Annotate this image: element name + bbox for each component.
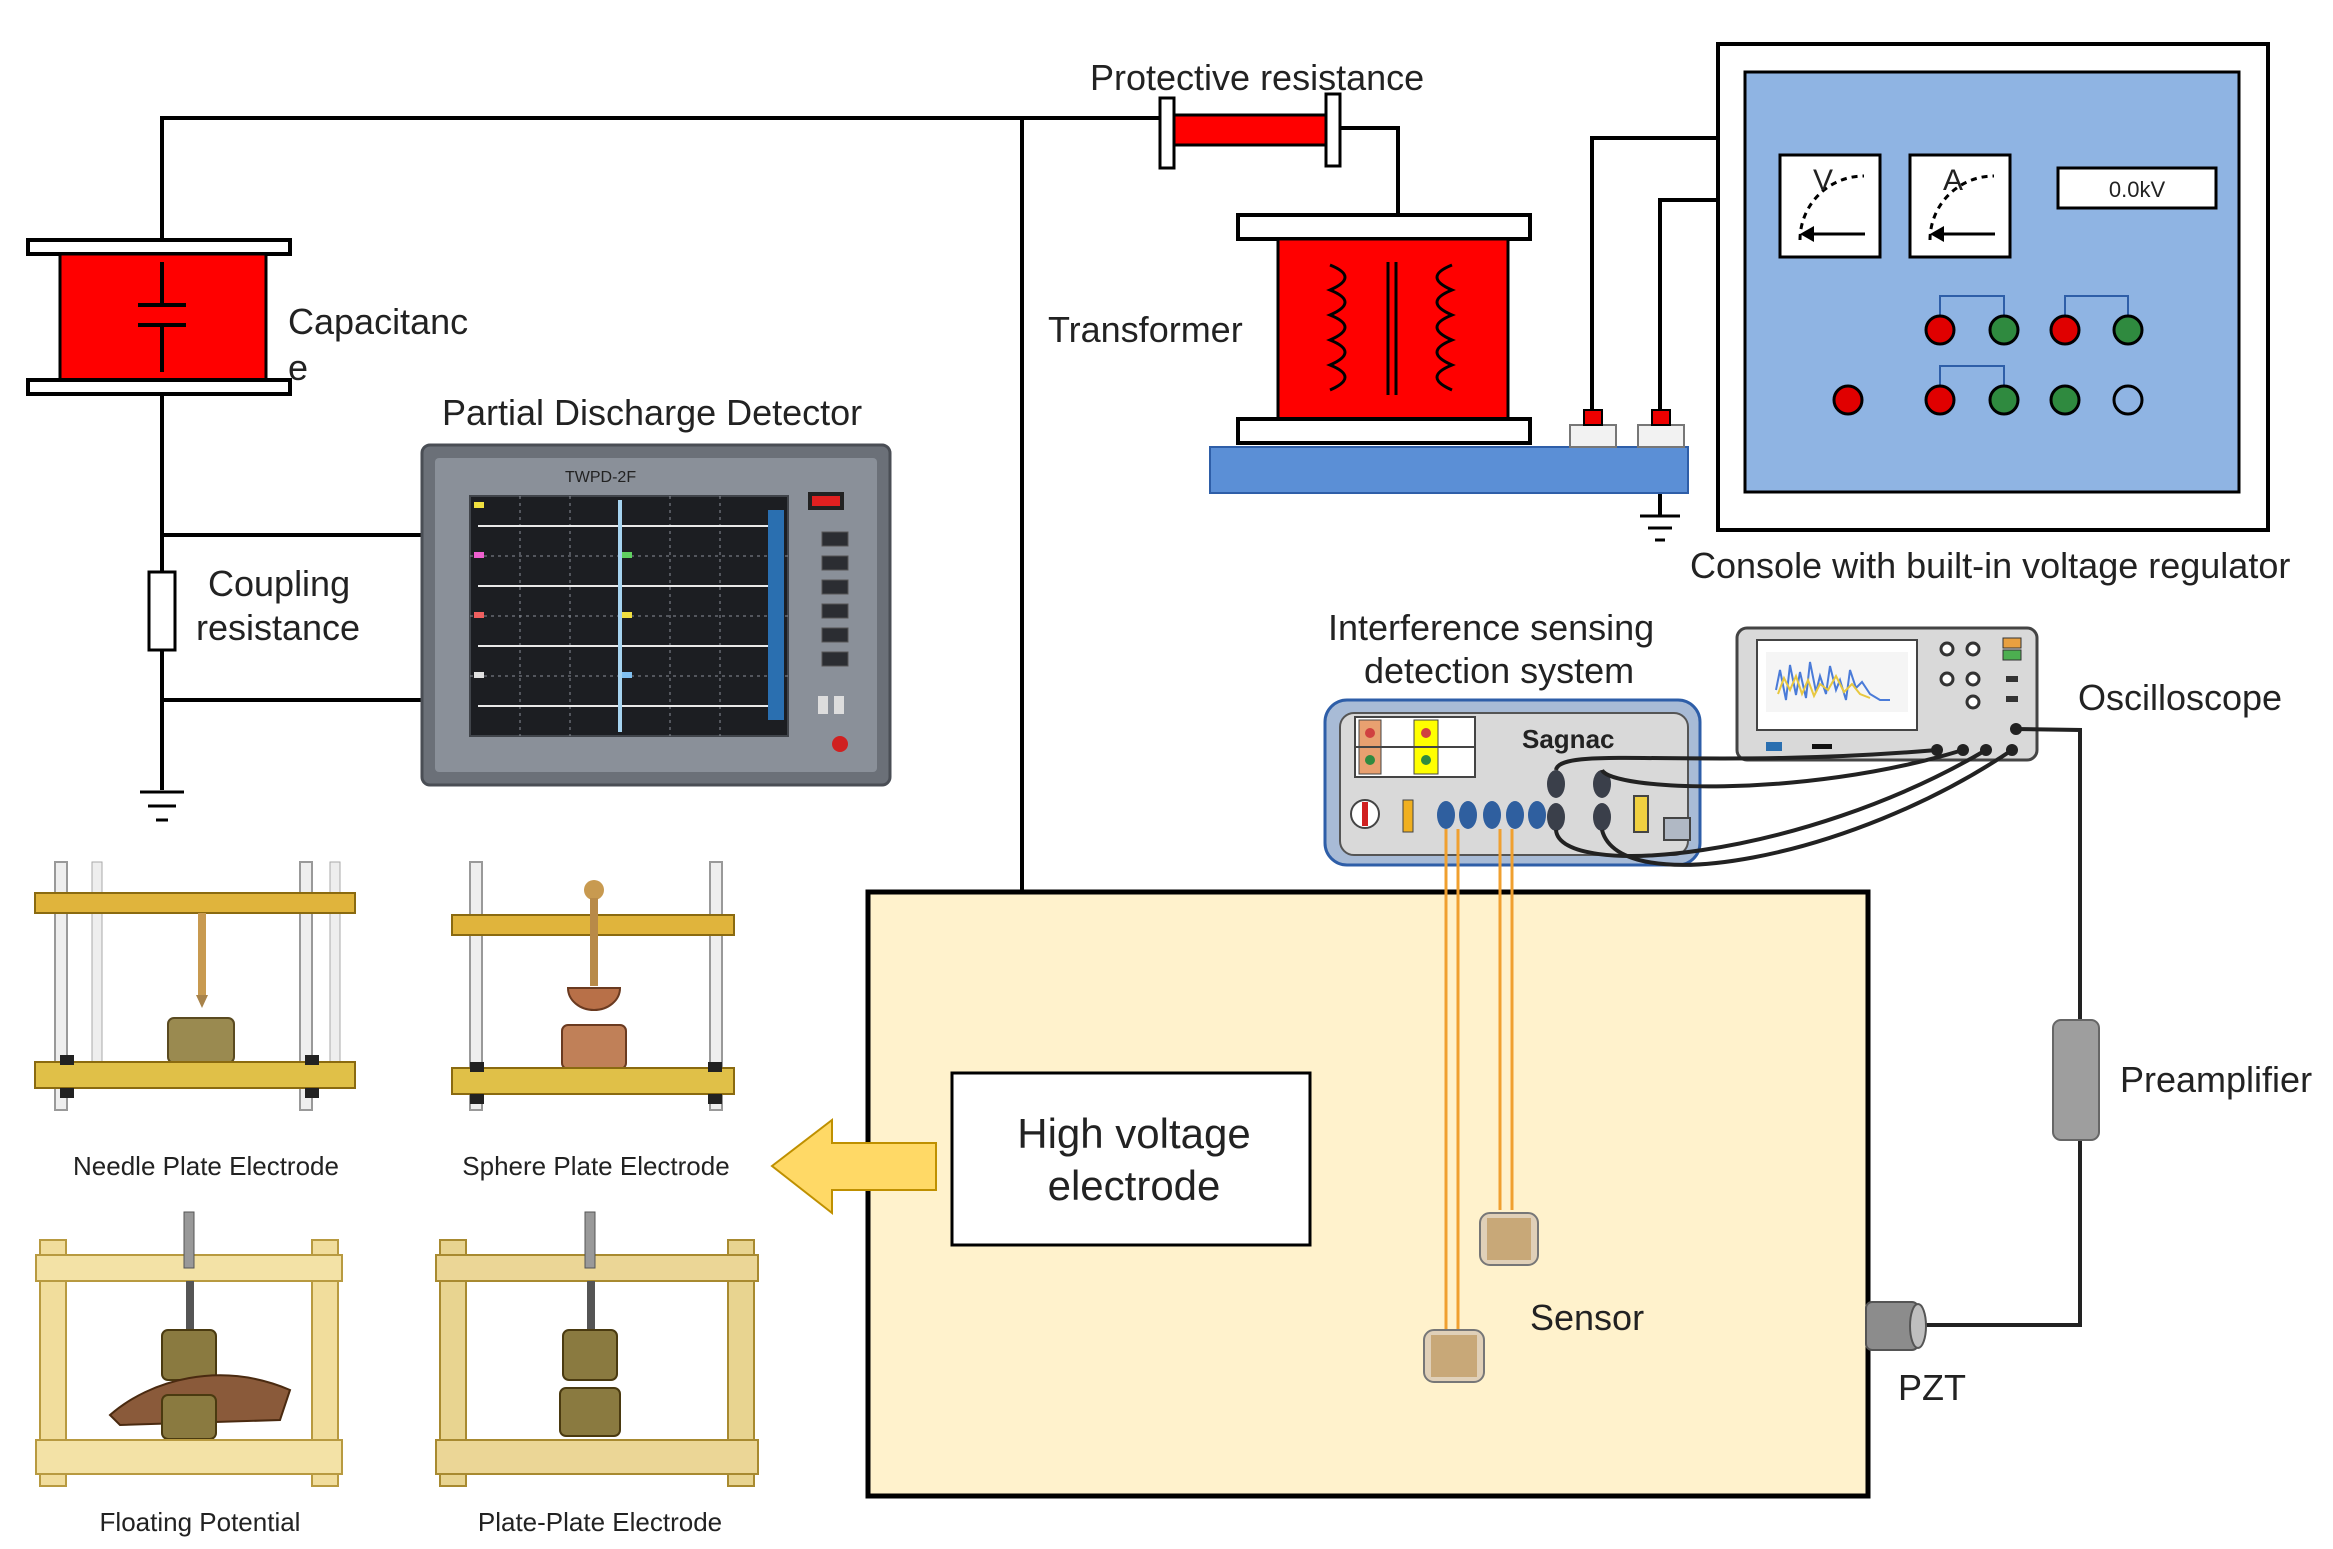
interference-sensing-label: Interference sensing (1328, 607, 1654, 648)
capacitance-label-cont: e (288, 347, 308, 388)
oscilloscope-label: Oscilloscope (2078, 677, 2282, 718)
signal-cables (1554, 727, 2082, 1327)
coupling-resistance-label-cont: resistance (196, 607, 360, 648)
sensor-label: Sensor (1530, 1297, 1644, 1338)
high-voltage-electrode-label-cont: electrode (1048, 1162, 1221, 1209)
sagnac-label: Sagnac (1522, 724, 1615, 754)
pzt-label: PZT (1898, 1367, 1966, 1408)
protective-resistor (1158, 92, 1342, 170)
protective-resistance-label: Protective resistance (1090, 57, 1424, 98)
partial-discharge-detector: TWPD-2F (420, 443, 892, 787)
voltmeter-symbol: V (1813, 164, 1833, 197)
voltage-display (2056, 166, 2218, 210)
green-indicator-lamp (1988, 314, 2020, 346)
high-voltage-electrode-label: High voltage (1017, 1110, 1250, 1157)
capacitor-symbol-icon (138, 262, 186, 372)
transformer (1236, 213, 1532, 445)
ammeter: A (1908, 153, 2012, 259)
needle-plate-electrode (34, 861, 356, 1111)
transformer-base (1209, 446, 1689, 494)
plate-plate-electrode-caption: Plate-Plate Electrode (478, 1507, 722, 1537)
preamplifier (2052, 1019, 2100, 1141)
sphere-plate-electrode (451, 861, 735, 1111)
capacitance-label: Capacitanc (288, 301, 468, 342)
fiber-sensor (1479, 1212, 1539, 1266)
sphere-plate-electrode-caption: Sphere Plate Electrode (462, 1151, 729, 1181)
floating-potential-electrode (35, 1211, 343, 1487)
capacitance-component (26, 238, 292, 396)
transformer-label: Transformer (1048, 309, 1243, 350)
voltage-readout: 0.0kV (2109, 177, 2166, 202)
detector-model: TWPD-2F (565, 469, 636, 486)
base-terminal (1637, 409, 1685, 448)
pzt-sensor (1865, 1301, 1927, 1351)
voltmeter: V (1778, 153, 1882, 259)
red-indicator-lamp (2049, 314, 2081, 346)
coupling-resistor (147, 570, 177, 652)
needle-plate-electrode-caption: Needle Plate Electrode (73, 1151, 339, 1181)
left-arrow-icon (770, 1117, 937, 1216)
red-indicator-lamp (1924, 384, 1956, 416)
blue-indicator-lamp (2112, 384, 2144, 416)
coupling-resistance-label: Coupling (208, 563, 350, 604)
red-indicator-lamp (1832, 384, 1864, 416)
oscilloscope (1735, 626, 2039, 762)
optical-fibers (1444, 829, 1514, 1330)
red-indicator-lamp (1924, 314, 1956, 346)
partial-discharge-detector-label: Partial Discharge Detector (442, 392, 862, 433)
ground-icon (140, 790, 184, 822)
fiber-sensor (1423, 1329, 1485, 1383)
interference-sensing-label-cont: detection system (1364, 650, 1634, 691)
ground-icon (1640, 514, 1680, 542)
green-indicator-lamp (1988, 384, 2020, 416)
console-label: Console with built-in voltage regulator (1690, 545, 2290, 586)
green-indicator-lamp (2112, 314, 2144, 346)
console: V A 0.0kV (1716, 42, 2270, 532)
green-indicator-lamp (2049, 384, 2081, 416)
base-terminal (1569, 409, 1617, 448)
high-voltage-electrode (950, 1071, 1312, 1247)
interference-sensing-system: Sagnac (1323, 698, 1702, 867)
transformer-coil-icon (1326, 262, 1456, 395)
ammeter-symbol: A (1943, 164, 1963, 197)
floating-potential-caption: Floating Potential (100, 1507, 301, 1537)
preamplifier-label: Preamplifier (2120, 1059, 2312, 1100)
plate-plate-electrode (435, 1211, 759, 1487)
